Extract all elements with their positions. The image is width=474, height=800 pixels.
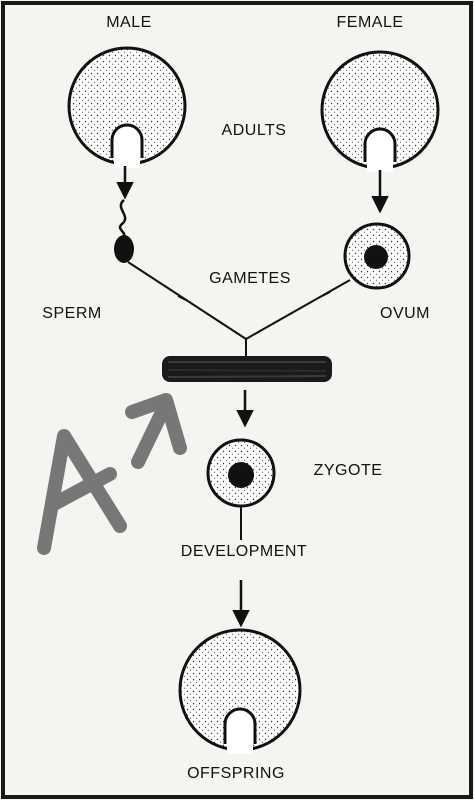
gametes-label: GAMETES (209, 270, 291, 287)
male-adult-organism (67, 46, 187, 168)
development-label: DEVELOPMENT (180, 543, 308, 560)
adults-label: ADULTS (221, 122, 287, 139)
handwritten-annotation (37, 393, 187, 555)
handwritten-arrow-icon (131, 397, 173, 469)
sperm-cell (114, 199, 134, 263)
female-label: FEMALE (336, 14, 404, 31)
female-adult-organism (320, 50, 440, 172)
male-label: MALE (106, 14, 152, 31)
redaction-bar (162, 356, 332, 382)
zygote-label: ZYGOTE (313, 462, 383, 479)
ovum-path-line (245, 279, 351, 340)
offspring-organism (178, 628, 302, 754)
handwritten-a-icon (37, 429, 127, 555)
ovum-cell (343, 222, 411, 290)
tick-mark-right (321, 291, 331, 297)
ovum-label: OVUM (380, 305, 430, 322)
zygote-cell (206, 438, 276, 508)
sperm-path-line (127, 261, 247, 340)
tick-mark-left (177, 295, 187, 301)
offspring-label: OFFSPRING (187, 765, 285, 782)
sperm-label: SPERM (42, 305, 102, 322)
